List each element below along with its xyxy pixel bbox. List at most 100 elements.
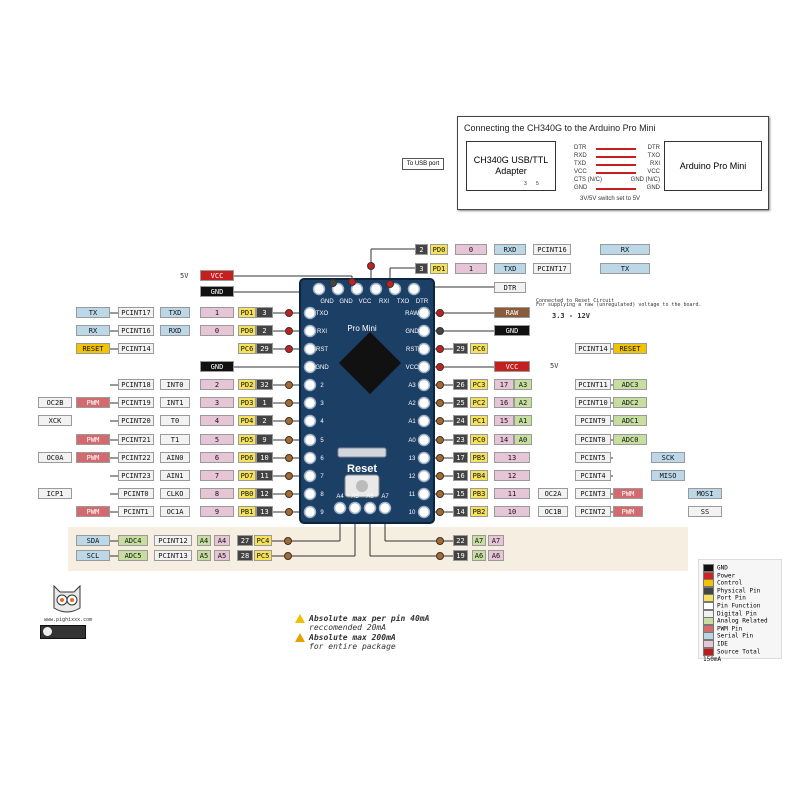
- right-header-label: A1: [408, 419, 416, 425]
- right-header-hole: [417, 306, 431, 320]
- top-header-label: TXO: [397, 299, 410, 305]
- ide-pin: 4: [200, 415, 234, 426]
- pcint-label: PCINT18: [118, 379, 154, 390]
- function-label: SCL: [76, 550, 110, 561]
- serial-label: TX: [76, 307, 110, 318]
- legend-item: IDE: [703, 640, 728, 648]
- physical-pin: 22: [453, 535, 468, 546]
- dtr-note: Connected to Reset Circuit: [536, 298, 615, 304]
- reset-button-cap[interactable]: [356, 480, 368, 492]
- physical-pin: 29: [256, 343, 273, 354]
- right-header-hole: [417, 469, 431, 483]
- voltage-label: 5V: [180, 272, 189, 280]
- pin-marker: [436, 508, 444, 516]
- alt-function: INT1: [160, 397, 190, 408]
- left-header-label: GND: [315, 365, 329, 371]
- legend-item: Pin Function: [703, 602, 760, 610]
- board-pin-label: DTR: [647, 145, 660, 151]
- pkg-max-text: Absolute max 200mA: [309, 633, 396, 642]
- pcint-label: PCINT23: [118, 470, 154, 481]
- alt-function: T0: [160, 415, 190, 426]
- function-label: ADC2: [613, 397, 647, 408]
- pin-marker: [436, 381, 444, 389]
- ide-pin: 12: [494, 470, 530, 481]
- pin-marker: [285, 309, 293, 317]
- physical-pin: 17: [453, 452, 468, 463]
- physical-pin: 2: [256, 325, 273, 336]
- function-label: RESET: [613, 343, 647, 354]
- pin-markers: [284, 262, 444, 560]
- board-pin-label: GND (N/C): [630, 177, 660, 183]
- pin-marker: [285, 381, 293, 389]
- right-header-hole: [417, 487, 431, 501]
- port-pin: PC6: [470, 343, 488, 354]
- right-header-label: 10: [409, 510, 416, 516]
- pwm-label: PWM: [613, 506, 643, 517]
- pcint-label: PCINT22: [118, 452, 154, 463]
- usb-port-label: To USB port: [402, 158, 444, 170]
- pcint-label: PCINT0: [118, 488, 154, 499]
- physical-pin: 2: [256, 415, 273, 426]
- bottom-header-hole: [348, 501, 362, 515]
- pin-marker: [436, 345, 444, 353]
- right-header-label: A0: [408, 438, 416, 444]
- port-pin: PD4: [238, 415, 256, 426]
- physical-pin: 29: [453, 343, 468, 354]
- left-header-hole: [303, 505, 317, 519]
- physical-pin: 15: [453, 488, 468, 499]
- analog-pin: A7: [472, 535, 486, 546]
- right-header-hole: [417, 342, 431, 356]
- function-label: MISO: [651, 470, 685, 481]
- left-header-hole: [303, 451, 317, 465]
- pin-marker: [436, 399, 444, 407]
- board-pin-label: VCC: [647, 169, 660, 175]
- physical-pin: 16: [453, 470, 468, 481]
- physical-pin: 25: [453, 397, 468, 408]
- left-header-label: TXO: [316, 311, 329, 317]
- physical-pin: 24: [453, 415, 468, 426]
- pin-marker: [284, 552, 292, 560]
- legend-label: Power: [717, 572, 736, 580]
- pcint-label: PCINT13: [154, 550, 192, 561]
- pcint-label: PCINT8: [575, 434, 611, 445]
- left-header-label: 4: [320, 419, 324, 425]
- physical-pin: 23: [453, 434, 468, 445]
- ide-pin: 11: [494, 488, 530, 499]
- port-pin: PB2: [470, 506, 488, 517]
- left-header-label: 9: [320, 510, 324, 516]
- port-pin: PB1: [238, 506, 256, 517]
- pin-marker: [436, 454, 444, 462]
- left-header-hole: [303, 487, 317, 501]
- legend-swatch: [703, 609, 714, 618]
- port-pin: PD0: [238, 325, 256, 336]
- connection-wire: [596, 148, 636, 150]
- alt-function: T1: [160, 434, 190, 445]
- gnd-label: GND: [494, 325, 530, 336]
- alt-function: OC1B: [538, 506, 568, 517]
- pin-marker: [285, 472, 293, 480]
- function-label: ICP1: [38, 488, 72, 499]
- top-header-hole: [407, 282, 421, 296]
- pwm-label: PWM: [76, 397, 110, 408]
- right-header-label: A2: [408, 401, 416, 407]
- port-pin: PD1: [238, 307, 256, 318]
- pwm-label: PWM: [613, 488, 643, 499]
- top-header-label: GND: [339, 299, 353, 305]
- physical-pin: 32: [256, 379, 273, 390]
- warning-icon: [295, 633, 305, 642]
- ide-pin: 7: [200, 470, 234, 481]
- ide-pin: 0: [200, 325, 234, 336]
- top-header-label: GND: [320, 299, 334, 305]
- bottom-header-label: A5: [351, 494, 359, 500]
- pkg-for-text: for entire package: [309, 642, 396, 651]
- analog-function: ADC5: [118, 550, 148, 561]
- switch-mark: 3: [524, 181, 527, 187]
- function-label: OC2B: [38, 397, 72, 408]
- alt-function: TXD: [160, 307, 190, 318]
- right-header-hole: [417, 433, 431, 447]
- mcu-chip: [338, 331, 402, 395]
- analog-pin: A0: [514, 434, 532, 445]
